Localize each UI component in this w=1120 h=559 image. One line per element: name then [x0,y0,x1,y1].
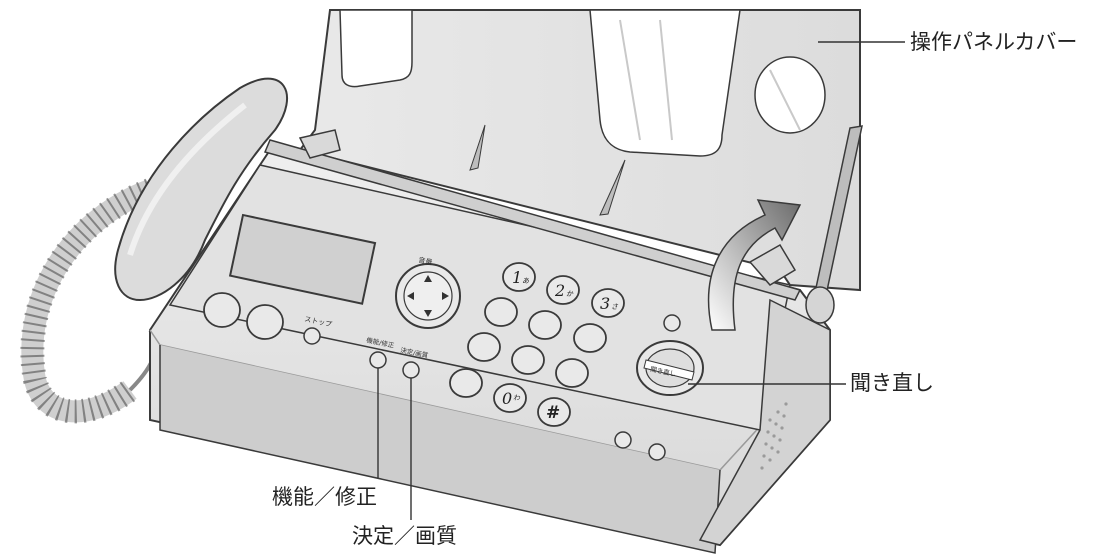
handset[interactable] [114,77,289,302]
key-1-number: 1 [512,268,522,287]
key-5[interactable] [528,310,562,340]
replay-button[interactable] [636,340,704,396]
operation-panel-cover[interactable] [263,9,861,301]
function-button-2[interactable] [246,304,284,340]
key-1-kana: あ [522,277,529,285]
key-2-kana: か [566,290,574,298]
lcd-display [228,213,377,305]
callout-function-edit: 機能／修正 [272,485,377,509]
key-9[interactable] [555,358,589,388]
function-edit-button[interactable] [369,351,387,369]
callout-replay: 聞き直し [850,371,934,395]
stop-button[interactable] [303,327,321,345]
dial-keypad [449,262,625,427]
navigator-key[interactable] [395,263,461,329]
key-star[interactable] [449,368,483,398]
key-3-number: 3 [600,294,610,313]
small-button-top[interactable] [663,314,681,332]
function-button-1[interactable] [203,292,241,328]
set-quality-button[interactable] [402,361,420,379]
key-1[interactable] [502,262,536,292]
key-hash[interactable] [537,397,571,427]
key-4[interactable] [484,297,518,327]
key-7[interactable] [467,332,501,362]
key-3-kana: さ [611,303,619,311]
callout-panel-cover: 操作パネルカバー [910,30,1078,54]
leader-lines [377,41,905,520]
key-0-number: 0 [502,389,512,408]
volume-label: 音量 [418,255,434,267]
small-button-bottom-2[interactable] [648,443,666,461]
callout-set-quality: 決定／画質 [352,524,457,548]
key-6[interactable] [573,323,607,353]
small-button-bottom-1[interactable] [614,431,632,449]
key-8[interactable] [511,345,545,375]
antenna [805,125,863,324]
key-2[interactable] [546,275,580,305]
key-0[interactable] [493,383,527,413]
key-0-kana: わ [513,394,521,402]
key-3[interactable] [591,288,625,318]
key-2-number: 2 [554,281,565,300]
key-hash-symbol: # [546,403,560,423]
open-direction-arrow [707,199,802,331]
